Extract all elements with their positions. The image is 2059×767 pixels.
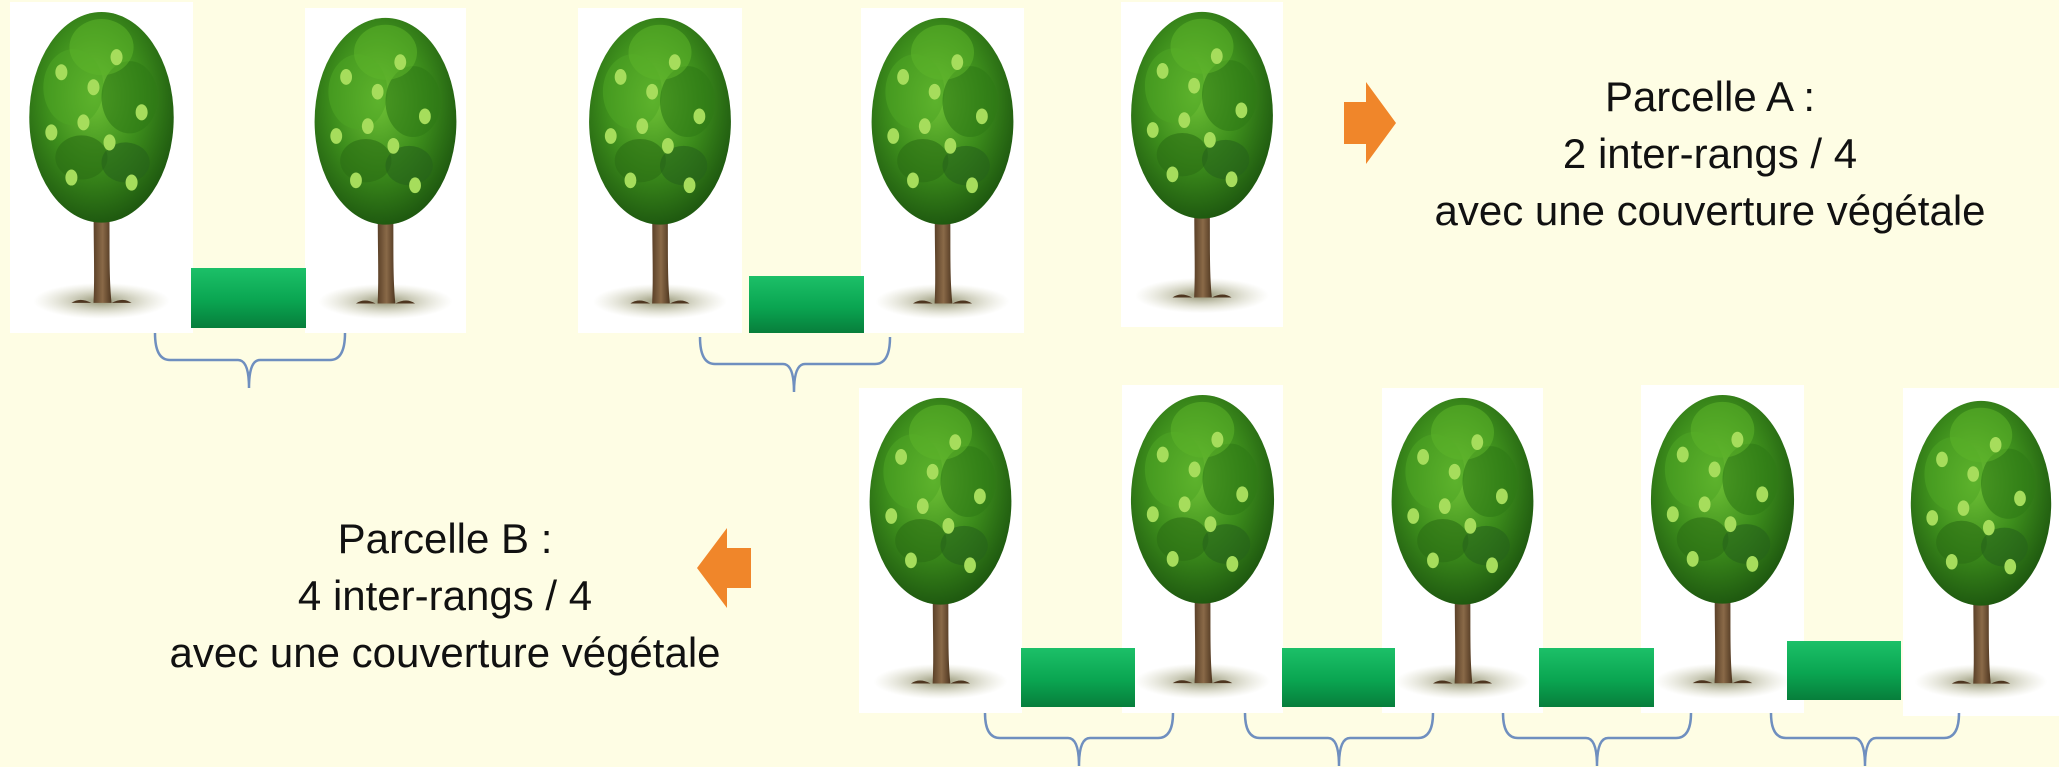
tree-icon <box>1122 385 1283 713</box>
tree-icon <box>1641 385 1804 713</box>
parcel-b-description: avec une couverture végétale <box>169 629 721 676</box>
vegetation-cover <box>749 276 864 333</box>
parcel-b-title: Parcelle B : <box>337 515 553 562</box>
vegetation-cover <box>1021 648 1135 707</box>
parcel-b-caption: Parcelle B : 4 inter-rangs / 4 avec une … <box>110 510 780 681</box>
parcel-a-title: Parcelle A : <box>1604 73 1816 120</box>
tree-icon <box>1121 2 1283 327</box>
brace <box>1501 712 1693 767</box>
vegetation-cover <box>1282 648 1395 707</box>
brace <box>983 712 1175 767</box>
brace <box>1243 712 1435 767</box>
arrow-right-icon <box>1344 82 1396 164</box>
tree-icon <box>578 8 742 333</box>
tree-icon <box>1382 388 1543 713</box>
brace <box>1769 712 1961 767</box>
tree-icon <box>10 2 193 333</box>
vegetation-cover <box>191 268 306 328</box>
arrow-left-icon <box>697 528 751 608</box>
parcel-b-ratio: 4 inter-rangs / 4 <box>297 572 593 619</box>
brace <box>153 332 347 389</box>
vegetation-cover <box>1539 648 1654 707</box>
tree-icon <box>861 8 1024 333</box>
tree-icon <box>1903 388 2059 716</box>
tree-icon <box>305 8 466 333</box>
brace <box>698 336 892 393</box>
parcel-a-description: avec une couverture végétale <box>1434 187 1986 234</box>
parcel-a-ratio: 2 inter-rangs / 4 <box>1562 130 1858 177</box>
vegetation-cover <box>1787 641 1901 700</box>
parcel-a-caption: Parcelle A : 2 inter-rangs / 4 avec une … <box>1380 68 2040 239</box>
tree-icon <box>859 388 1022 713</box>
